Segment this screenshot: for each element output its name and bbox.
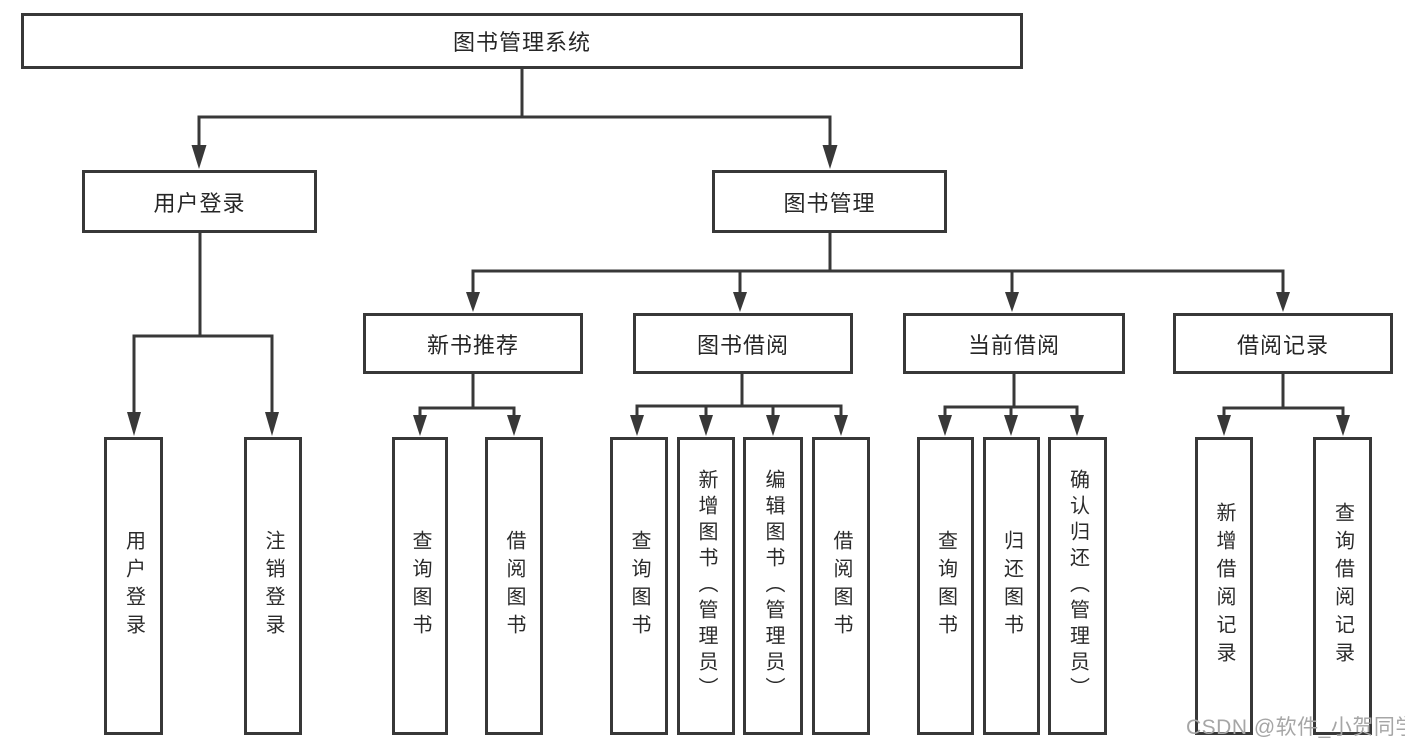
- leaf-confirm-return-admin: 确认归还（管理员）: [1048, 437, 1107, 735]
- leaf-label: 查询图书: [628, 530, 650, 642]
- leaf-label: 用户登录: [122, 530, 145, 642]
- leaf-label: 查询图书: [934, 530, 957, 642]
- node-user-login: 用户登录: [82, 170, 317, 233]
- leaf-add-books-admin: 新增图书（管理员）: [677, 437, 735, 735]
- node-label: 借阅记录: [1236, 332, 1329, 358]
- node-label: 图书管理系统: [452, 30, 591, 55]
- node-root-library-system: 图书管理系统: [21, 13, 1023, 69]
- csdn-watermark: CSDN @软件_小贺同学: [1186, 716, 1405, 739]
- leaf-return-books: 归还图书: [983, 437, 1040, 735]
- leaf-label: 新增借阅记录: [1213, 502, 1235, 670]
- leaf-label: 查询借阅记录: [1331, 502, 1354, 670]
- leaf-query-borrow-record: 查询借阅记录: [1313, 437, 1372, 735]
- node-book-management: 图书管理: [712, 170, 947, 233]
- leaf-borrow-books: 借阅图书: [485, 437, 543, 735]
- node-label: 图书管理: [783, 190, 876, 216]
- leaf-label: 确认归还（管理员）: [1066, 469, 1089, 703]
- leaf-label: 新增图书（管理员）: [695, 469, 717, 703]
- leaf-query-books: 查询图书: [610, 437, 668, 735]
- leaf-borrow-books: 借阅图书: [812, 437, 870, 735]
- leaf-label: 查询图书: [409, 530, 431, 642]
- node-book-borrow: 图书借阅: [633, 313, 853, 374]
- node-label: 当前借阅: [967, 332, 1060, 358]
- leaf-add-borrow-record: 新增借阅记录: [1195, 437, 1253, 735]
- leaf-edit-books-admin: 编辑图书（管理员）: [743, 437, 803, 735]
- node-label: 新书推荐: [426, 332, 519, 358]
- node-label: 用户登录: [153, 190, 246, 216]
- leaf-logout: 注销登录: [244, 437, 302, 735]
- leaf-query-books: 查询图书: [917, 437, 974, 735]
- node-new-book-recommend: 新书推荐: [363, 313, 583, 374]
- leaf-query-books: 查询图书: [392, 437, 448, 735]
- leaf-label: 借阅图书: [830, 530, 852, 642]
- leaf-label: 注销登录: [262, 530, 284, 642]
- leaf-user-login: 用户登录: [104, 437, 163, 735]
- leaf-label: 借阅图书: [503, 530, 525, 642]
- arrowheads: [127, 145, 1350, 436]
- node-label: 图书借阅: [696, 332, 789, 358]
- node-borrow-records: 借阅记录: [1173, 313, 1393, 374]
- leaf-label: 编辑图书（管理员）: [762, 469, 784, 703]
- node-current-borrow: 当前借阅: [903, 313, 1125, 374]
- leaf-label: 归还图书: [1000, 530, 1023, 642]
